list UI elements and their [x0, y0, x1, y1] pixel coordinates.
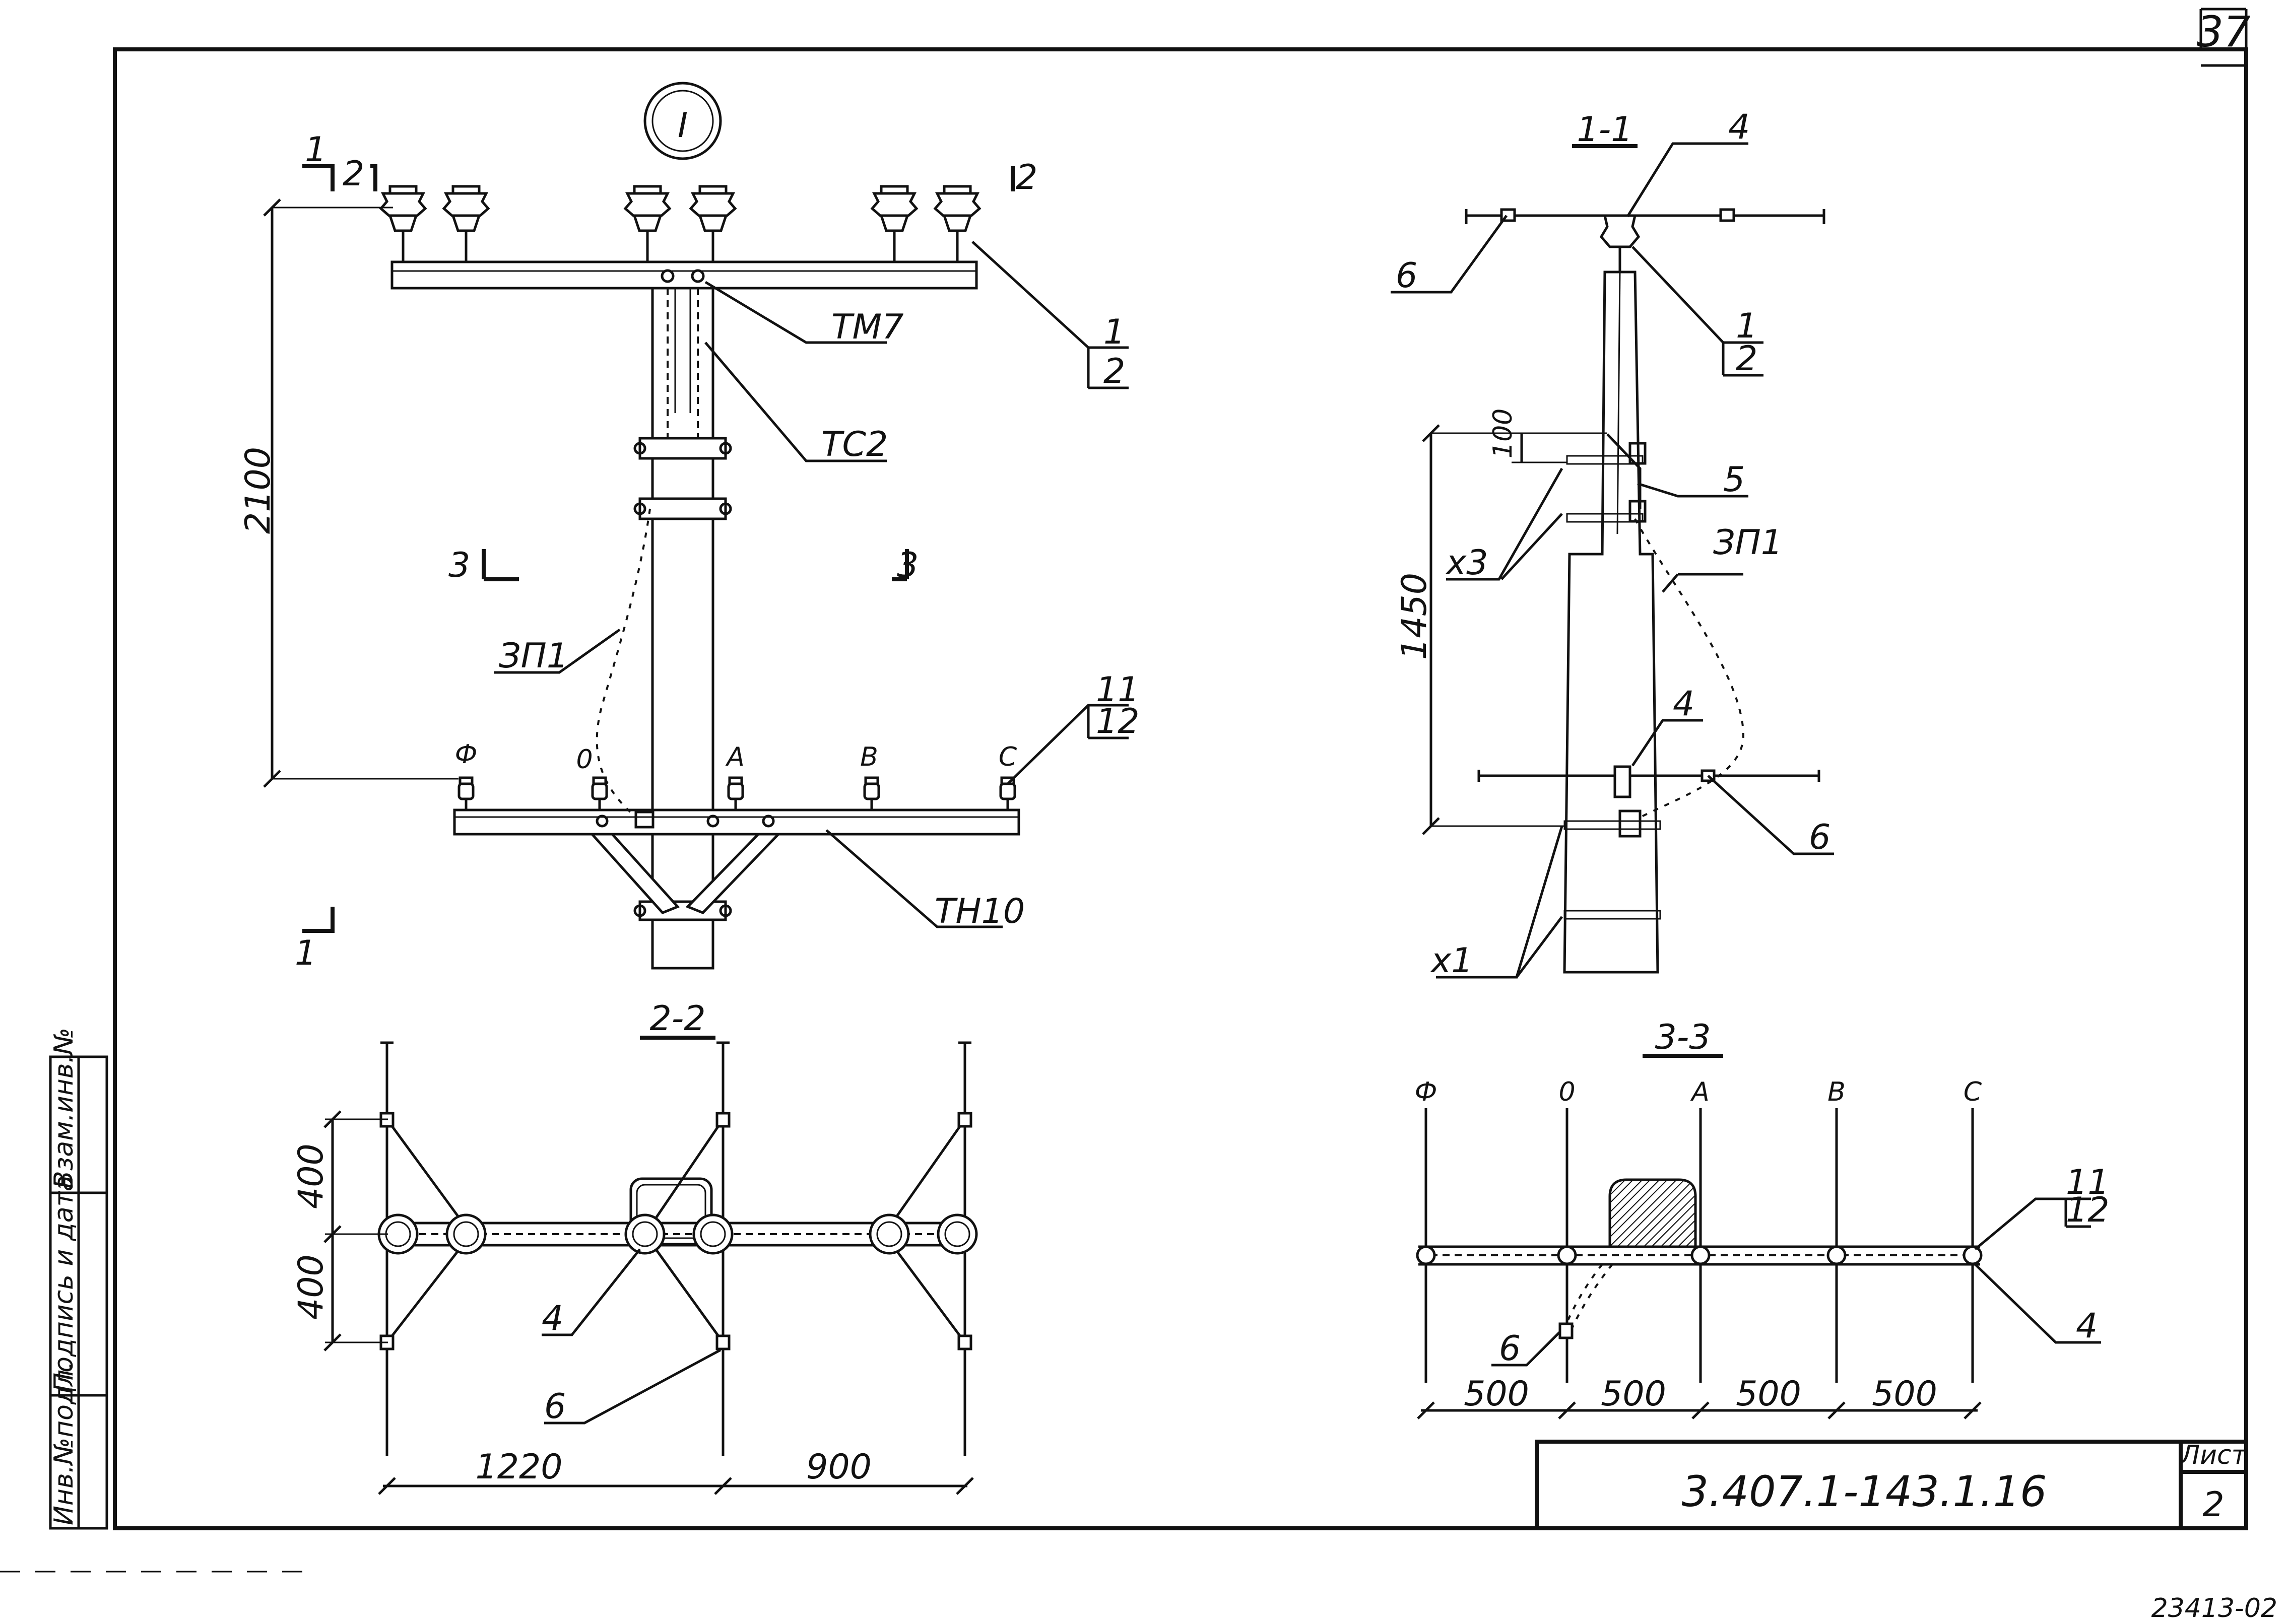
label-pos-5-1-1: 5	[1723, 460, 1745, 500]
stamp-inv-podl: Инв.№подл.	[49, 1361, 79, 1525]
label-pos-1-front: 1	[1103, 312, 1125, 352]
view-2-2-title: 2-2	[649, 999, 705, 1039]
sheet-number: 2	[2202, 1485, 2224, 1525]
label-pos-11-front: 11	[1096, 670, 1140, 710]
label-pos-6-mid-1-1: 6	[1809, 818, 1831, 857]
title-block	[1535, 1440, 2248, 1530]
phase-c-front: С	[999, 742, 1017, 772]
section-mark-2-left: 2	[343, 154, 364, 194]
phase-c-3-3: С	[1964, 1077, 1982, 1107]
phase-b-front: В	[860, 742, 878, 772]
dimension-2100: 2100	[238, 447, 278, 534]
sheet-label: Лист	[2179, 1440, 2247, 1470]
view-3-3	[1416, 1054, 2101, 1419]
archive-number: 23413-02	[2151, 1593, 2277, 1623]
label-pos-12-3-3: 12	[2066, 1190, 2110, 1230]
dimension-100: 100	[1488, 409, 1518, 458]
document-code: 3.407.1-143.1.16	[1682, 1467, 2047, 1516]
section-mark-3-left: 3	[448, 546, 470, 585]
dimension-400-upper: 400	[291, 1143, 331, 1209]
node-marker-label: I	[678, 106, 688, 146]
label-pos-4-top-1-1: 4	[1728, 107, 1750, 147]
node-marker	[643, 82, 722, 160]
label-pos-4-mid-1-1: 4	[1673, 684, 1694, 724]
view-3-3-title: 3-3	[1655, 1018, 1711, 1057]
view-2-2	[323, 1036, 978, 1495]
label-pos-4-2-2: 4	[542, 1299, 563, 1338]
dimension-500-3: 500	[1736, 1374, 1801, 1414]
section-mark-3-right: 3	[897, 546, 919, 585]
stamp-vzam-inv: Взам.инв.№	[49, 1028, 79, 1189]
label-pos-2-1-1: 2	[1736, 339, 1757, 379]
phase-0-front: 0	[576, 745, 593, 775]
dimension-500-1: 500	[1464, 1374, 1529, 1414]
section-mark-1-top: 1	[305, 130, 326, 170]
stamp-signature-date: Подпись и дата	[49, 1175, 79, 1392]
dimension-500-2: 500	[1601, 1374, 1666, 1414]
label-pos-4-3-3: 4	[2076, 1306, 2098, 1346]
phase-f-front: Ф	[455, 739, 478, 770]
front-view	[263, 164, 1129, 970]
dimension-1450: 1450	[1395, 573, 1434, 660]
phase-0-3-3: 0	[1558, 1077, 1575, 1107]
page-number: 37	[2197, 7, 2251, 56]
label-tm7: ТМ7	[831, 307, 903, 347]
label-zp1-front: ЗП1	[499, 636, 568, 676]
phase-f-3-3: Ф	[1415, 1077, 1437, 1107]
dimension-900: 900	[806, 1447, 872, 1487]
phase-a-3-3: А	[1690, 1077, 1710, 1107]
label-pos-6-2-2: 6	[544, 1387, 566, 1427]
dimension-1220: 1220	[475, 1447, 562, 1487]
label-pos-6-top-1-1: 6	[1396, 256, 1417, 296]
label-zp1-1-1: ЗП1	[1713, 523, 1783, 563]
dimension-500-4: 500	[1872, 1374, 1937, 1414]
section-mark-2-right: 2	[1016, 158, 1037, 197]
label-pos-1-1-1: 1	[1736, 306, 1757, 346]
phase-b-3-3: В	[1827, 1077, 1846, 1107]
section-mark-1-bottom: 1	[295, 933, 316, 973]
label-x3-1-1: х3	[1445, 543, 1488, 583]
label-th10: ТН10	[935, 892, 1025, 931]
phase-a-front: А	[725, 742, 745, 772]
view-1-1	[1391, 142, 1834, 979]
label-pos-6-3-3: 6	[1499, 1329, 1521, 1369]
side-stamp	[49, 1055, 108, 1530]
label-pos-12-front: 12	[1096, 702, 1140, 741]
label-x1-1-1: х1	[1430, 941, 1473, 981]
label-pos-2-front: 2	[1103, 352, 1125, 391]
label-tc2: ТС2	[821, 425, 888, 464]
label-pos-11-3-3: 11	[2066, 1163, 2110, 1202]
dimension-400-lower: 400	[291, 1254, 331, 1320]
sheet-frame	[0, 8, 2248, 1573]
view-1-1-title: 1-1	[1577, 110, 1632, 150]
